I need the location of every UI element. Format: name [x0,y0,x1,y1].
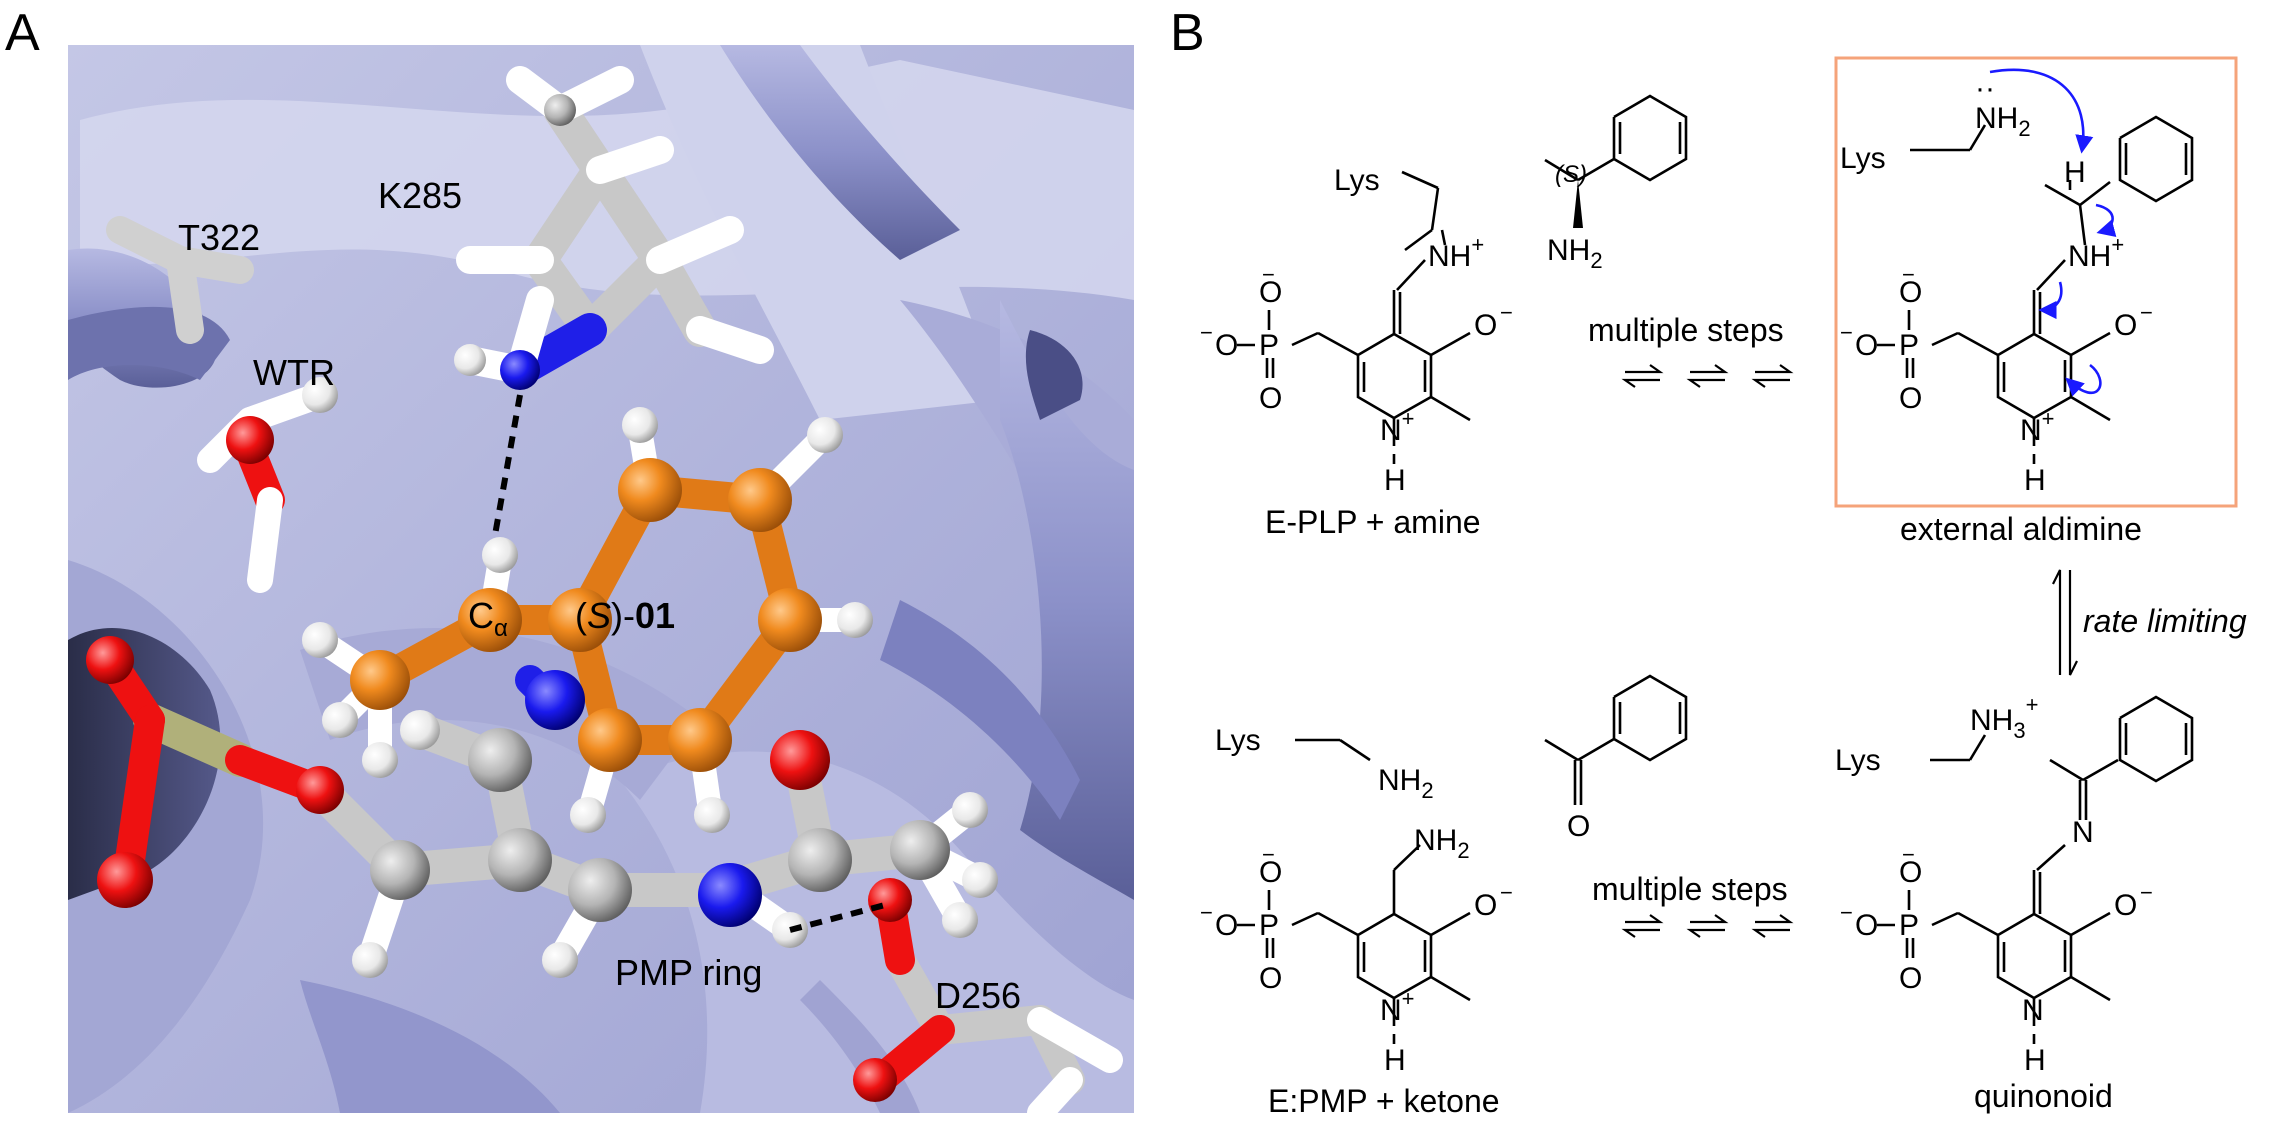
svg-text:P: P [1899,329,1919,362]
label-wtr: WTR [253,352,335,393]
svg-text:O: O [1899,962,1922,995]
svg-text:O: O [1855,329,1878,362]
svg-text:−: − [1500,880,1513,905]
svg-text:H: H [1384,464,1406,497]
equilibrium-arrows-bottom [1621,914,1794,938]
svg-text:NH+: NH+ [2068,232,2124,273]
svg-text:−: − [2140,880,2153,905]
panel-a-letter: A [5,4,40,62]
svg-text:Lys: Lys [1835,744,1881,777]
svg-text:O: O [1567,810,1590,843]
label-d256: D256 [935,975,1021,1016]
mechanism-arrows [1989,68,2117,397]
equilibrium-arrow-vertical [2052,569,2078,676]
svg-text:O: O [1899,856,1922,889]
svg-text:−: − [1500,300,1513,325]
svg-text:O: O [1215,909,1238,942]
svg-text:N: N [2022,994,2044,1027]
svg-text:O: O [1899,276,1922,309]
svg-text:−: − [1840,320,1853,345]
svg-text:O: O [1259,856,1282,889]
svg-text:(S): (S) [1555,161,1587,188]
svg-text:··: ·· [1975,72,1995,105]
svg-text:H: H [2064,156,2086,189]
label-ligand-s01: (S)-01 [575,595,675,636]
svg-text:−: − [2140,300,2153,325]
svg-text:NH3+: NH3+ [1970,692,2038,743]
svg-text:P: P [1259,329,1279,362]
protein-structure-render: T322 K285 WTR Cα (S)-01 PMP ring D256 [68,45,1134,1113]
svg-text:O: O [1474,889,1497,922]
caption-epmp-ketone: E:PMP + ketone [1268,1083,1500,1119]
svg-text:O: O [1259,962,1282,995]
caption-eplp-amine: E-PLP + amine [1265,504,1481,540]
label-t322: T322 [178,217,260,258]
molecule-external-aldimine [1877,115,2194,464]
label-multiple-steps-top: multiple steps [1588,312,1784,348]
label-k285: K285 [378,175,462,216]
svg-text:H: H [2024,1044,2046,1077]
svg-text:H: H [1384,1044,1406,1077]
molecule-epmp [1237,674,1688,1044]
label-pmp-ring: PMP ring [615,952,762,993]
panel-b-letter: B [1170,4,1205,62]
svg-text:−: − [1262,842,1275,867]
svg-text:−: − [1840,900,1853,925]
svg-text:P: P [1899,909,1919,942]
svg-text:O: O [1474,309,1497,342]
svg-text:O: O [1899,382,1922,415]
svg-text:N+: N+ [1380,406,1415,447]
svg-text:Lys: Lys [1334,164,1380,197]
label-c-alpha: Cα [468,595,508,642]
svg-text:−: − [1262,262,1275,287]
svg-text:−: − [1902,842,1915,867]
label-rate-limiting: rate limiting [2083,603,2247,639]
svg-text:P: P [1259,909,1279,942]
svg-text:NH2: NH2 [1414,824,1470,863]
wedge-bond-amine [1573,180,1583,228]
molecule-eplp-labels: Lys NH+ O − N+ H P O − O − O NH2 (S) [1200,161,1603,497]
molecule-eplp [1237,94,1688,464]
svg-text:NH+: NH+ [1428,232,1484,273]
svg-text:O: O [1855,909,1878,942]
svg-text:N+: N+ [2020,406,2055,447]
svg-text:−: − [1902,262,1915,287]
caption-external-aldimine: external aldimine [1900,511,2142,547]
label-multiple-steps-bottom: multiple steps [1592,871,1788,907]
svg-text:NH2: NH2 [1547,234,1603,273]
svg-text:O: O [1259,382,1282,415]
svg-text:Lys: Lys [1215,724,1261,757]
svg-text:O: O [2114,889,2137,922]
equilibrium-arrows-top [1621,364,1794,388]
svg-text:N: N [2072,816,2094,849]
svg-text:−: − [1200,320,1213,345]
svg-text:NH2: NH2 [1975,102,2031,141]
molecule-epmp-labels: Lys NH2 NH2 O − N+ H P O − O − O O [1200,724,1590,1077]
svg-text:N+: N+ [1380,986,1415,1027]
svg-text:−: − [1200,900,1213,925]
molecule-external-aldimine-labels: Lys NH2 ·· H NH+ O − N+ H P O − O − O [1840,72,2153,497]
svg-text:O: O [1259,276,1282,309]
svg-text:H: H [2024,464,2046,497]
molecule-quinonoid [1877,695,2194,1044]
svg-text:O: O [2114,309,2137,342]
molecule-quinonoid-labels: Lys NH3+ N O − N H P O − O − O [1835,692,2153,1077]
svg-text:NH2: NH2 [1378,764,1434,803]
svg-text:O: O [1215,329,1238,362]
caption-quinonoid: quinonoid [1974,1078,2113,1114]
external-aldimine-highlight-box [1834,56,2238,508]
svg-text:Lys: Lys [1840,142,1886,175]
